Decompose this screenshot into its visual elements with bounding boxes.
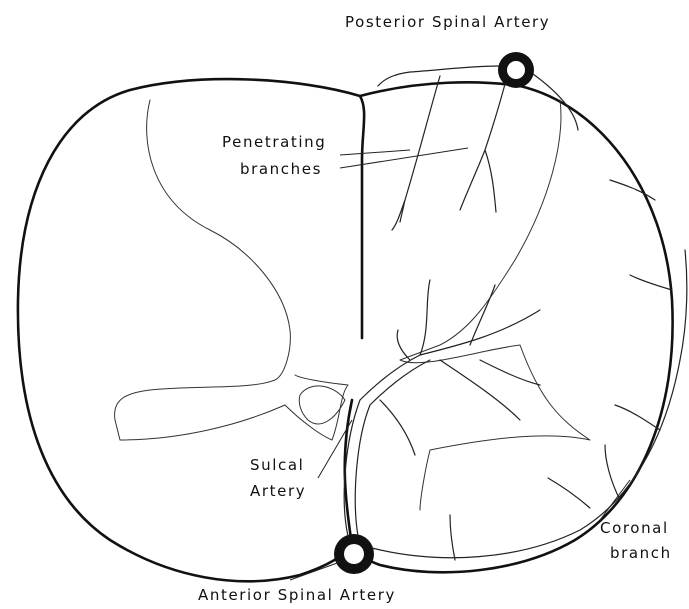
penetrating-branches-label-2: branches <box>240 160 322 178</box>
penetrating-leader-1 <box>340 150 410 155</box>
coronal-leader <box>600 480 630 520</box>
coronal-branch-vessel <box>372 250 687 558</box>
posterior-median-septum <box>360 96 364 338</box>
posterior-spinal-artery-ring <box>498 52 534 88</box>
coronal-branch-penetrator-3 <box>630 275 672 290</box>
coronal-branch-penetrator-5 <box>548 478 590 508</box>
gray-matter-left <box>115 100 348 440</box>
coronal-branch-label-2: branch <box>610 544 672 562</box>
gray-matter-branch-c <box>440 360 540 420</box>
gray-matter-branch-d <box>380 400 415 455</box>
coronal-branch-penetrator-1 <box>605 445 620 500</box>
gray-matter-branch-b <box>397 280 430 360</box>
penetrating-branches-label-1: Penetrating <box>222 133 326 151</box>
anterior-spinal-artery-ring <box>334 534 374 574</box>
penetrating-leader-2 <box>340 148 468 168</box>
sulcal-leader <box>318 420 352 478</box>
anterior-leader <box>290 562 340 580</box>
sulcal-artery-vessel-2 <box>355 360 430 536</box>
cord-outline-left <box>18 79 360 581</box>
sulcal-artery-label-2: Artery <box>250 482 306 500</box>
coronal-branch-penetrator-4 <box>610 180 655 200</box>
cord-outline-right <box>352 82 673 572</box>
coronal-branch-penetrator-2 <box>615 405 660 430</box>
anterior-spinal-artery-label: Anterior Spinal Artery <box>198 586 396 604</box>
gray-matter-right <box>400 100 590 510</box>
posterior-spinal-artery-label: Posterior Spinal Artery <box>345 13 550 31</box>
sulcal-artery-label-1: Sulcal <box>250 456 304 474</box>
coronal-branch-label-1: Coronal <box>600 519 669 537</box>
posterior-surface-vessel-right <box>533 74 578 130</box>
gray-matter-branch-a <box>420 285 540 355</box>
coronal-branch-penetrator-6 <box>450 515 455 560</box>
